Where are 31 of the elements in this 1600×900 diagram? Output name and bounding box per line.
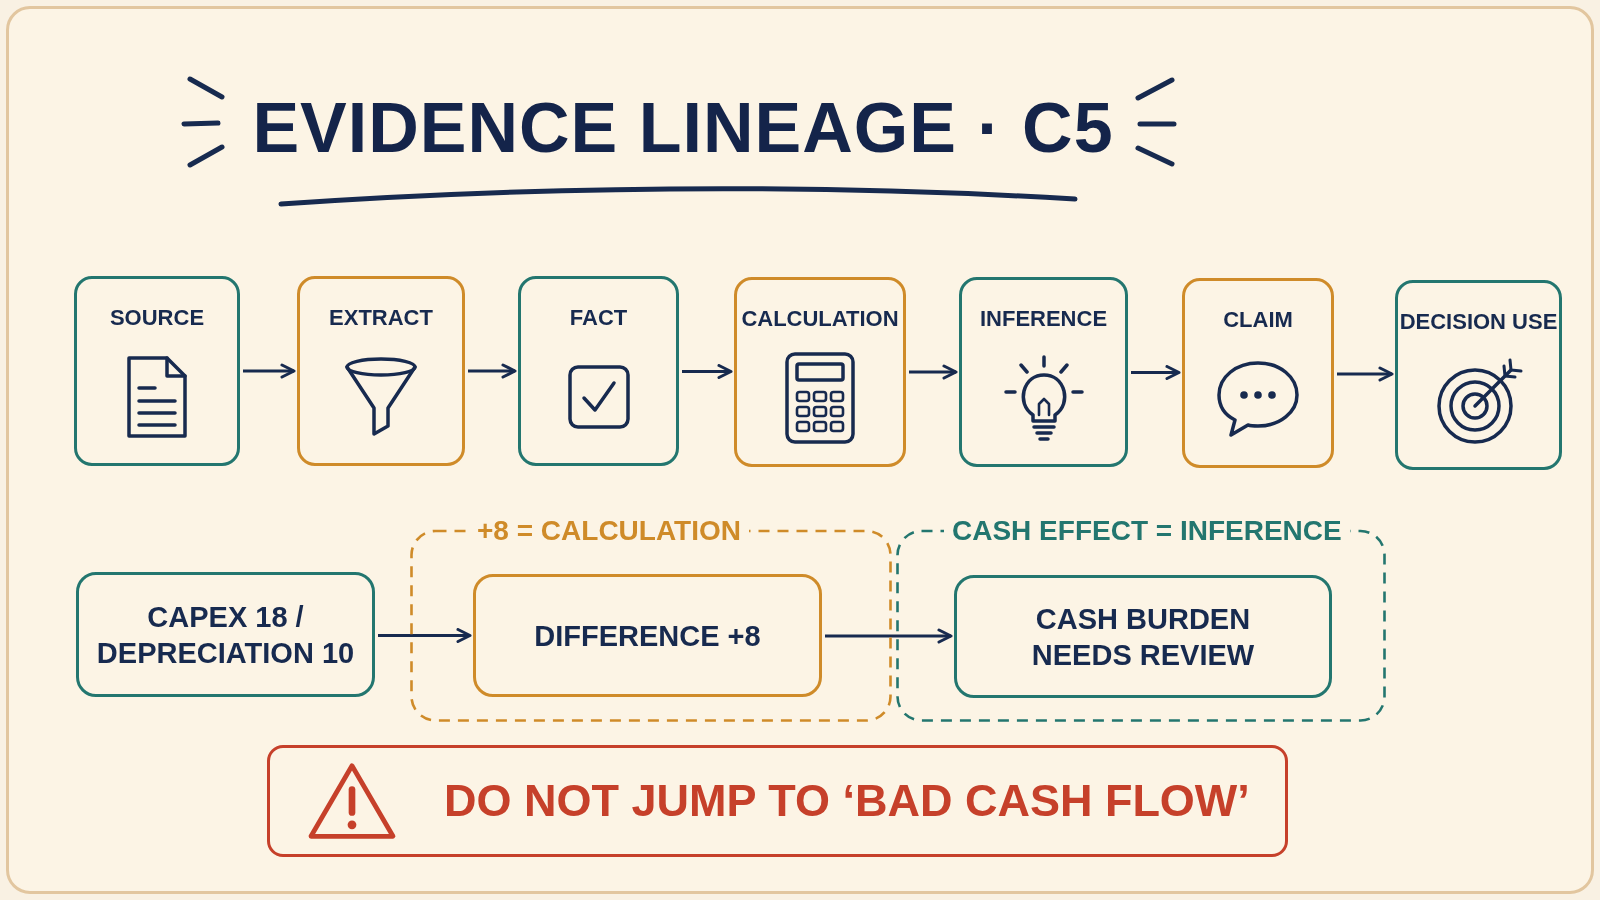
warning-banner [267,745,1288,857]
box-text: CASH BURDEN NEEDS REVIEW [1030,601,1256,673]
process-box [473,574,822,697]
process-box [954,575,1332,698]
process-box [518,276,679,466]
arrow [825,628,953,644]
arrow [1131,365,1181,380]
process-box [1182,278,1334,468]
diagram-title: EVIDENCE LINEAGE · C5 [252,90,1114,166]
warning-text: DO NOT JUMP TO ‘BAD CASH FLOW’ [444,775,1250,827]
arrow [378,628,472,643]
step-label: CALCULATION [741,305,899,333]
process-box [76,572,375,697]
arrow [243,363,296,379]
process-box [959,277,1128,467]
arrow [682,364,733,379]
step-label: SOURCE [109,304,205,332]
step-label: FACT [569,304,628,332]
step-label: INFERENCE [979,305,1108,333]
arrow [468,363,517,379]
process-box [734,277,906,467]
box-text: DIFFERENCE +8 [534,618,761,654]
arrow [1337,366,1394,382]
step-label: DECISION USE [1399,308,1558,336]
box-text: CAPEX 18 / DEPRECIATION 10 [95,599,356,671]
arrow [909,364,958,380]
step-label: EXTRACT [329,304,433,332]
step-label: CLAIM [1223,306,1293,334]
process-box [297,276,465,466]
process-box [1395,280,1562,470]
process-box [74,276,240,466]
